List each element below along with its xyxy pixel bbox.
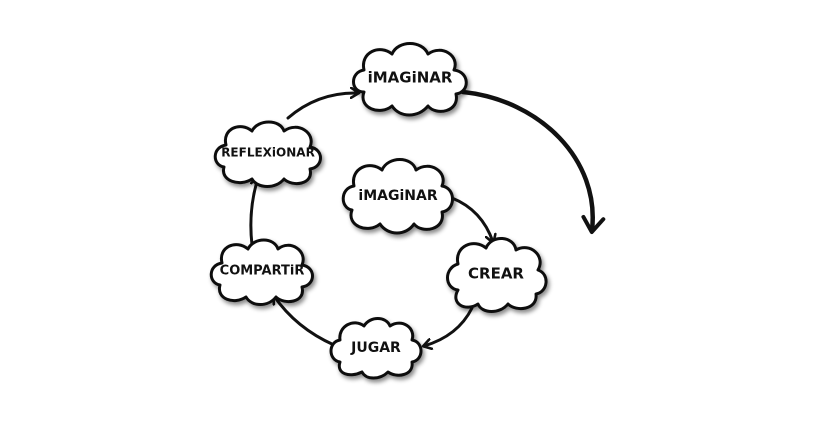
arrow-crear-to-jugar — [424, 306, 474, 346]
cloud-label: iMAGiNAR — [358, 188, 437, 204]
cloud-compartir: COMPARTiR — [209, 238, 314, 306]
cloud-shape — [329, 317, 423, 380]
cloud-shape — [341, 158, 454, 235]
cloud-shape — [209, 238, 314, 306]
cloud-label: COMPARTiR — [220, 264, 305, 279]
cloud-jugar: JUGAR — [329, 317, 423, 380]
arrow-imaginar-to-crear — [450, 196, 493, 242]
cloud-imaginar-outer: iMAGiNAR — [352, 42, 468, 117]
cloud-label: CREAR — [468, 265, 524, 283]
cloud-label: iMAGiNAR — [368, 69, 453, 87]
spiral-arrows — [249, 89, 606, 347]
arrow-jugar-to-compartir — [274, 296, 336, 347]
cloud-shape — [352, 42, 468, 117]
cloud-shape — [446, 237, 548, 313]
cloud-imaginar-inner: iMAGiNAR — [341, 158, 454, 235]
cloud-crear: CREAR — [446, 237, 548, 313]
arrow-reflexionar-to-imaginar — [286, 93, 358, 120]
cloud-label: JUGAR — [350, 340, 401, 356]
arrow-compartir-to-reflexionar — [249, 178, 258, 247]
arrow-imaginar-outward — [460, 89, 606, 234]
cloud-shape — [213, 120, 322, 188]
cloud-reflexionar: REFLEXiONAR — [213, 120, 322, 188]
cloud-label: REFLEXiONAR — [221, 146, 315, 160]
